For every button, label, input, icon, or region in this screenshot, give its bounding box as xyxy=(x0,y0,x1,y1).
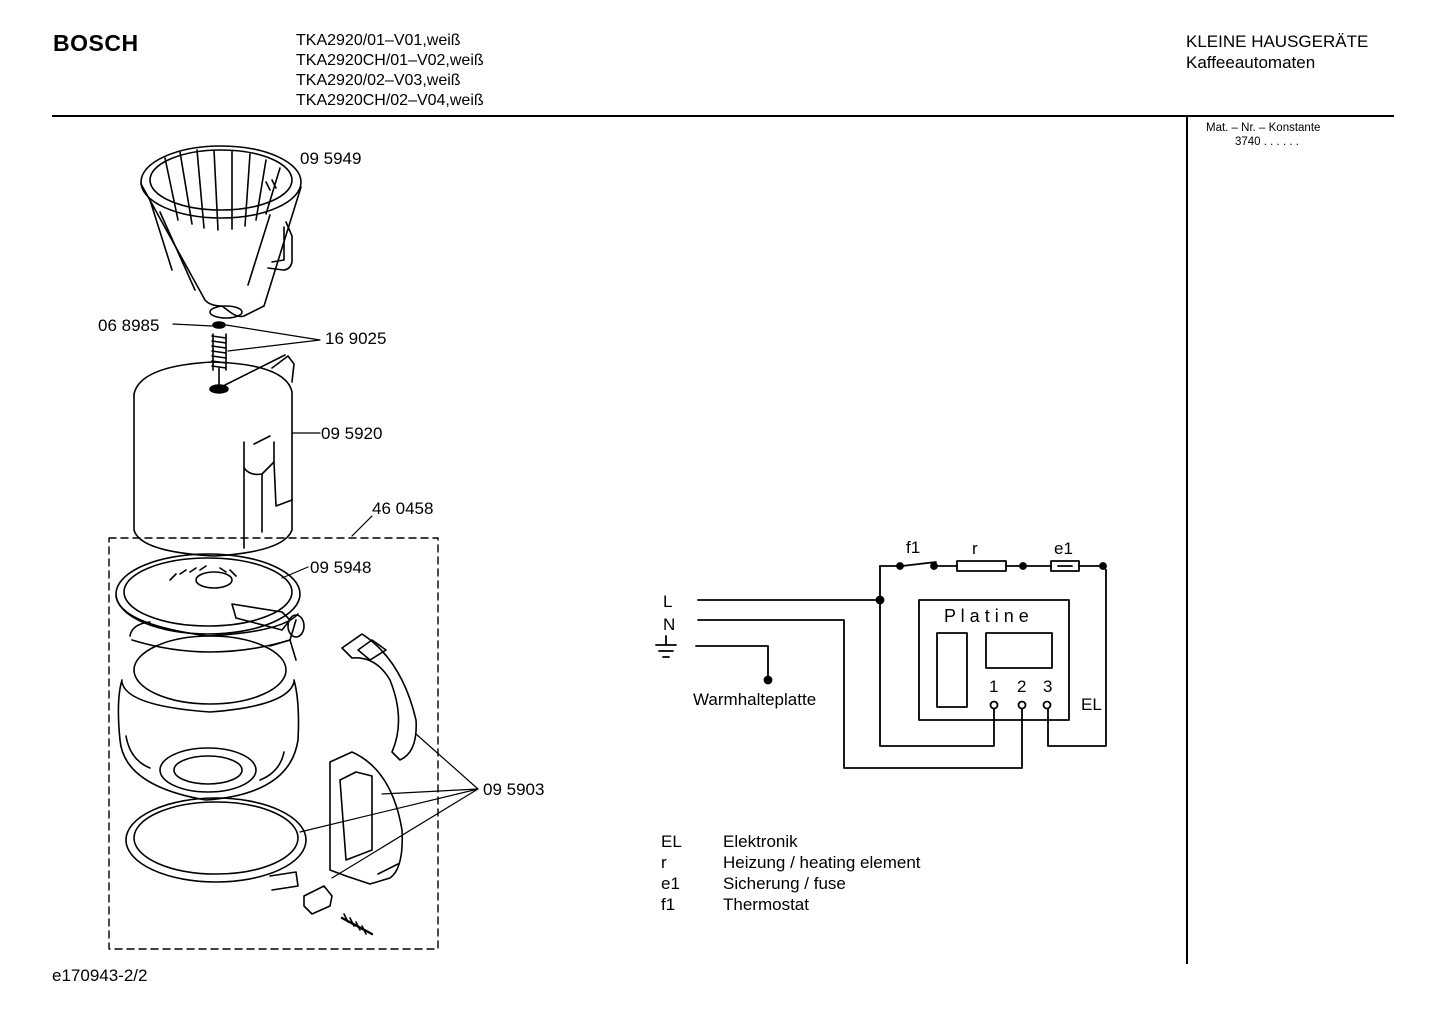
thermostat-switch xyxy=(901,561,937,567)
label-e1: e1 xyxy=(1054,539,1073,558)
label-handle: 09 5903 xyxy=(483,780,544,799)
board-component-right xyxy=(985,632,1053,669)
circuit-schematic xyxy=(655,560,1107,769)
board-outline xyxy=(918,599,1070,721)
category-block: KLEINE HAUSGERÄTE Kaffeeautomaten xyxy=(1186,31,1368,73)
label-board: P l a t i n e xyxy=(944,606,1029,626)
filter-basket xyxy=(140,145,302,319)
legend-text: Elektronik xyxy=(723,832,798,851)
model-list: TKA2920/01–V01,weiß TKA2920CH/01–V02,wei… xyxy=(296,31,484,111)
model-line: TKA2920/01–V01,weiß xyxy=(296,32,461,49)
legend-row: e1 Sicherung / fuse xyxy=(661,873,921,894)
label-filter: 09 5949 xyxy=(300,149,361,168)
label-lid: 09 5948 xyxy=(310,558,371,577)
label-EL: EL xyxy=(1081,695,1102,714)
category-title: KLEINE HAUSGERÄTE xyxy=(1186,32,1369,51)
material-value: 3740 . . . . . . xyxy=(1235,136,1299,148)
label-terminal-3: 3 xyxy=(1043,677,1052,696)
legend-key: e1 xyxy=(661,874,680,893)
label-line-L: L xyxy=(663,592,672,611)
label-gasket: 06 8985 xyxy=(98,316,159,335)
legend-key: r xyxy=(661,853,667,872)
handle-parts xyxy=(303,633,417,936)
legend-text: Sicherung / fuse xyxy=(723,874,846,893)
bottom-ring xyxy=(125,797,307,891)
legend-key: f1 xyxy=(661,895,676,914)
model-line: TKA2920/02–V03,weiß xyxy=(296,72,461,89)
label-terminal-1: 1 xyxy=(989,677,998,696)
legend-row: EL Elektronik xyxy=(661,831,921,852)
legend-row: f1 Thermostat xyxy=(661,894,921,915)
model-line: TKA2920CH/01–V02,weiß xyxy=(296,52,484,69)
material-info: Mat. – Nr. – Konstante 3740 . . . . . . xyxy=(1206,121,1320,149)
brand-logo: BOSCH xyxy=(53,30,139,56)
legend-text: Heizung / heating element xyxy=(723,853,921,872)
label-line-N: N xyxy=(663,615,675,634)
label-spring: 16 9025 xyxy=(325,329,386,348)
legend-row: r Heizung / heating element xyxy=(661,852,921,873)
board-component-left xyxy=(936,632,968,708)
model-line: TKA2920CH/02–V04,weiß xyxy=(296,92,484,109)
legend-key: EL xyxy=(661,832,682,851)
glass-carafe xyxy=(117,619,300,801)
kit-outline xyxy=(108,537,439,950)
sidebar-divider xyxy=(1186,116,1188,964)
water-tank xyxy=(133,354,295,557)
label-terminal-2: 2 xyxy=(1017,677,1026,696)
header-divider xyxy=(52,115,1394,117)
heating-resistor xyxy=(956,560,1007,572)
label-kit: 46 0458 xyxy=(372,499,433,518)
document-id: e170943-2/2 xyxy=(52,966,148,985)
label-r: r xyxy=(972,539,978,558)
legend-text: Thermostat xyxy=(723,895,809,914)
leader-lines xyxy=(172,323,479,879)
material-label: Mat. – Nr. – Konstante xyxy=(1206,122,1321,134)
carafe-lid xyxy=(115,553,305,638)
gasket-and-spring xyxy=(209,321,229,394)
label-warmplate: Warmhalteplatte xyxy=(693,690,816,709)
subcategory-title: Kaffeeautomaten xyxy=(1186,53,1316,72)
label-tank: 09 5920 xyxy=(321,424,382,443)
label-f1: f1 xyxy=(906,538,920,557)
legend: EL Elektronik r Heizung / heating elemen… xyxy=(661,831,921,915)
